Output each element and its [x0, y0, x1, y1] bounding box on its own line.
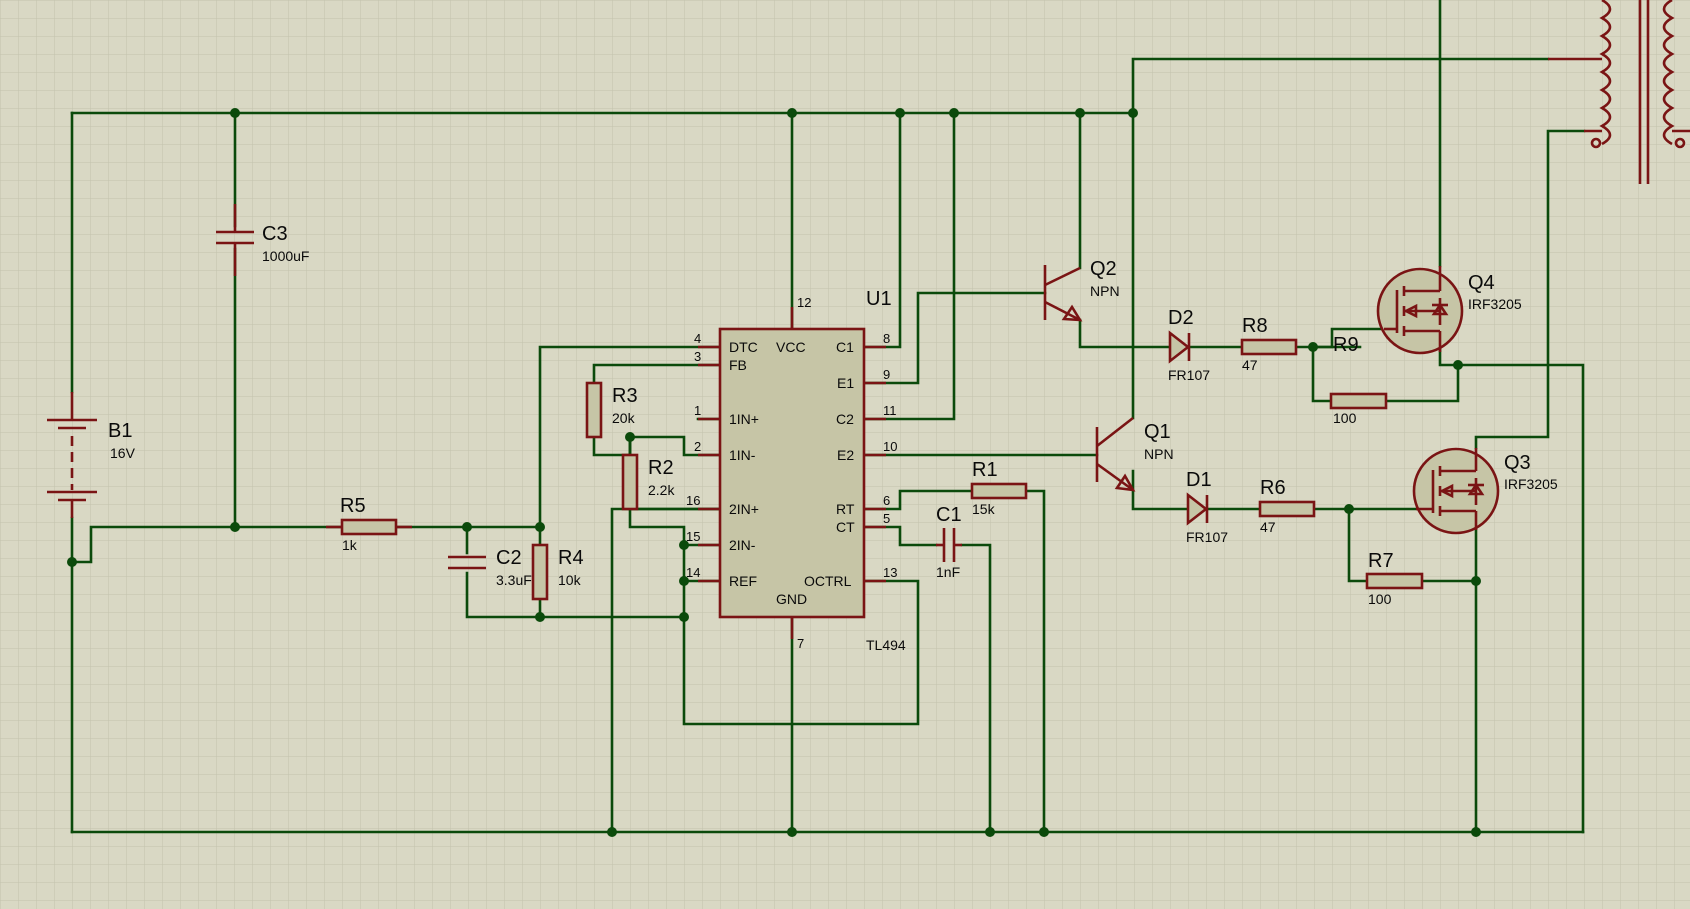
resistor-r7[interactable]: R7 100: [1365, 550, 1424, 607]
battery-b1[interactable]: B1 16V: [47, 392, 136, 518]
u1-pin6-name: RT: [836, 501, 855, 517]
transformer[interactable]: [1548, 0, 1690, 184]
u1-pin1-name: 1IN+: [729, 411, 759, 427]
u1-pin1-num: 1: [694, 403, 701, 418]
junctions: [67, 108, 1481, 837]
resistor-r2[interactable]: R2 2.2k: [621, 453, 675, 511]
c2-ref: C2: [496, 547, 522, 569]
q2-value: NPN: [1090, 283, 1120, 299]
u1-pin12-name: VCC: [776, 339, 806, 355]
b1-value: 16V: [110, 445, 136, 461]
q1-ref: Q1: [1144, 421, 1171, 443]
u1-pin16-name: 2IN+: [729, 501, 759, 517]
r8-ref: R8: [1242, 315, 1268, 337]
u1-pin13-name: OCTRL: [804, 573, 852, 589]
capacitor-c2[interactable]: C2 3.3uF: [448, 547, 532, 588]
q1-value: NPN: [1144, 446, 1174, 462]
u1-pin8-num: 8: [883, 331, 890, 346]
d2-value: FR107: [1168, 367, 1210, 383]
r4-ref: R4: [558, 547, 584, 569]
u1-pin4-name: DTC: [729, 339, 758, 355]
r4-value: 10k: [558, 572, 582, 588]
r3-ref: R3: [612, 385, 638, 407]
d1-ref: D1: [1186, 469, 1212, 491]
u1-pin2-num: 2: [694, 439, 701, 454]
u1-pin5-num: 5: [883, 511, 890, 526]
u1-pin6-num: 6: [883, 493, 890, 508]
u1-pin9-name: E1: [837, 375, 854, 391]
c3-ref: C3: [262, 223, 288, 245]
resistor-r6[interactable]: R6 47: [1258, 477, 1316, 535]
mosfet-q4[interactable]: Q4 IRF3205: [1376, 266, 1522, 355]
r6-ref: R6: [1260, 477, 1286, 499]
u1-pin15-name: 2IN-: [729, 537, 756, 553]
r7-value: 100: [1368, 591, 1392, 607]
r9-value: 100: [1333, 410, 1357, 426]
u1-pin3-name: FB: [729, 357, 747, 373]
resistor-r1[interactable]: R1 15k: [970, 459, 1028, 517]
u1-pin3-num: 3: [694, 349, 701, 364]
q4-ref: Q4: [1468, 272, 1495, 294]
r8-value: 47: [1242, 357, 1258, 373]
q3-value: IRF3205: [1504, 476, 1558, 492]
b1-ref: B1: [108, 420, 132, 442]
u1-pin14-num: 14: [686, 565, 700, 580]
u1-ref: U1: [866, 288, 892, 310]
d1-value: FR107: [1186, 529, 1228, 545]
r6-value: 47: [1260, 519, 1276, 535]
r1-ref: R1: [972, 459, 998, 481]
capacitor-c3[interactable]: C3 1000uF: [216, 204, 309, 276]
diode-d1[interactable]: D1 FR107: [1186, 469, 1228, 545]
u1-pin10-num: 10: [883, 439, 897, 454]
r1-value: 15k: [972, 501, 996, 517]
u1-pin7-num: 7: [797, 636, 804, 651]
transistor-q2[interactable]: Q2 NPN: [1043, 258, 1120, 322]
r3-value: 20k: [612, 410, 636, 426]
transistor-q1[interactable]: Q1 NPN: [1095, 416, 1174, 492]
u1-pin11-num: 11: [883, 403, 897, 418]
diode-d2[interactable]: D2 FR107: [1168, 307, 1210, 383]
r7-ref: R7: [1368, 550, 1394, 572]
mosfet-q3[interactable]: Q3 IRF3205: [1412, 447, 1558, 535]
r5-ref: R5: [340, 495, 366, 517]
u1-pin5-name: CT: [836, 519, 855, 535]
u1-pin12-num: 12: [797, 295, 811, 310]
u1-value: TL494: [866, 637, 906, 653]
capacitor-c1[interactable]: C1 1nF: [936, 504, 962, 580]
resistor-r4[interactable]: R4 10k: [531, 543, 584, 601]
wires: [70, 0, 1586, 834]
q4-value: IRF3205: [1468, 296, 1522, 312]
r5-value: 1k: [342, 537, 358, 553]
u1-pin10-name: E2: [837, 447, 854, 463]
resistor-r3[interactable]: R3 20k: [585, 381, 638, 439]
c3-value: 1000uF: [262, 248, 309, 264]
d2-ref: D2: [1168, 307, 1194, 329]
u1-pin14-name: REF: [729, 573, 757, 589]
u1-pin11-name: C2: [836, 411, 854, 427]
resistor-r8[interactable]: R8 47: [1240, 315, 1298, 373]
q2-ref: Q2: [1090, 258, 1117, 280]
u1-pin8-name: C1: [836, 339, 854, 355]
u1-pin9-num: 9: [883, 367, 890, 382]
q3-ref: Q3: [1504, 452, 1531, 474]
ic-u1-tl494[interactable]: U1 TL494 4 DTC 3 FB 1 1IN+ 2 1IN- 16 2IN…: [686, 288, 906, 653]
u1-pin4-num: 4: [694, 331, 701, 346]
u1-pin2-name: 1IN-: [729, 447, 756, 463]
u1-pin7-name: GND: [776, 591, 807, 607]
r2-ref: R2: [648, 457, 674, 479]
u1-pin13-num: 13: [883, 565, 897, 580]
u1-pin15-num: 15: [686, 529, 700, 544]
resistor-r9[interactable]: R9 100: [1329, 334, 1388, 426]
c1-ref: C1: [936, 504, 962, 526]
c1-value: 1nF: [936, 564, 960, 580]
resistor-r5[interactable]: R5 1k: [326, 495, 412, 553]
r9-ref: R9: [1333, 334, 1359, 356]
c2-value: 3.3uF: [496, 572, 532, 588]
u1-pin16-num: 16: [686, 493, 700, 508]
r2-value: 2.2k: [648, 482, 675, 498]
